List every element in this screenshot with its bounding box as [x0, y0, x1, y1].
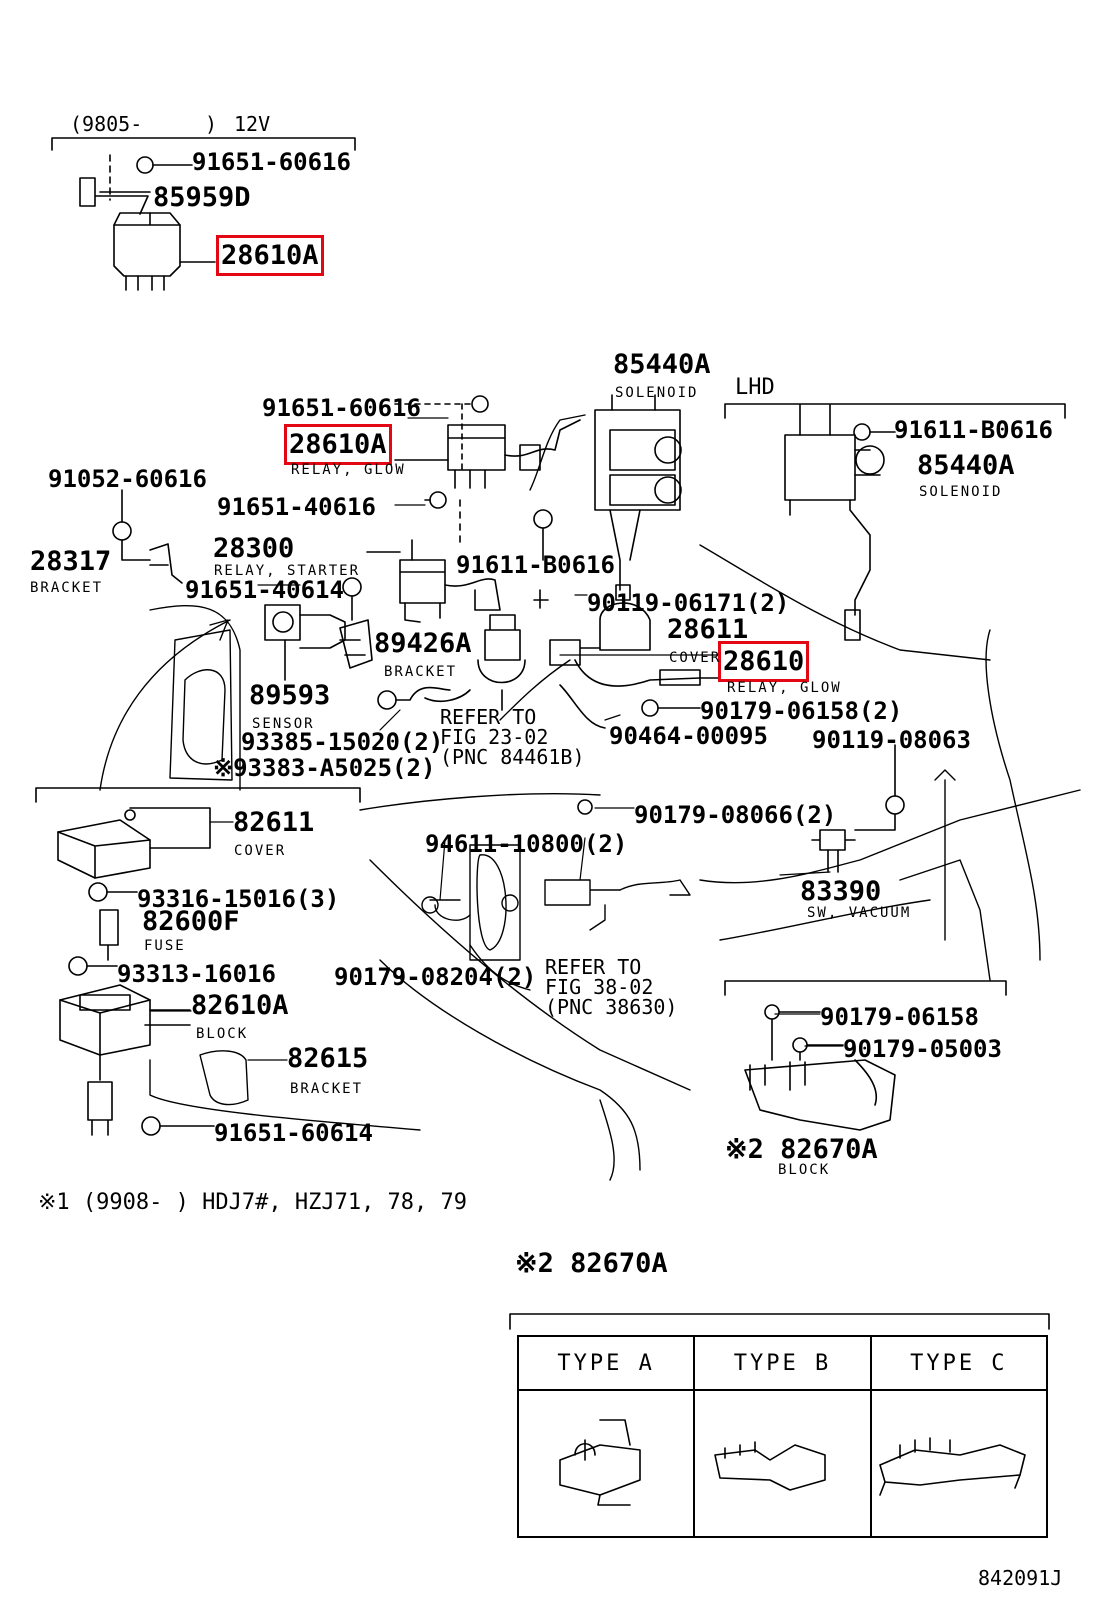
- part-number-highlighted[interactable]: 28610A: [216, 235, 324, 276]
- group-bracket-top: [51, 137, 356, 151]
- part-number[interactable]: 90179-06158(2): [700, 697, 903, 725]
- group-bracket-types: [509, 1313, 1050, 1330]
- filter-drawing: [377, 614, 526, 711]
- part-number[interactable]: 91052-60616: [48, 465, 207, 493]
- refer-to-note-line[interactable]: REFER TO: [545, 955, 642, 979]
- fuse-block-drawing: [57, 807, 215, 1136]
- body-outline: [99, 414, 1081, 1181]
- part-number[interactable]: 89426A: [374, 628, 472, 659]
- type-b-header: TYPE B: [693, 1335, 872, 1391]
- part-number[interactable]: 94611-10800(2): [425, 830, 628, 858]
- type-a-header: TYPE A: [516, 1335, 696, 1391]
- part-caption: BLOCK: [778, 1162, 831, 1178]
- block-82670a-drawing: [744, 1004, 896, 1131]
- part-number[interactable]: 91651-60616: [192, 148, 351, 176]
- part-caption: BRACKET: [290, 1081, 364, 1097]
- part-number-highlighted[interactable]: 28610: [717, 641, 810, 682]
- part-caption: SENSOR: [252, 716, 315, 732]
- group-range-close: ): [205, 112, 218, 136]
- part-number[interactable]: 91611-B0616: [456, 551, 615, 579]
- refer-to-note-line[interactable]: (PNC 38630): [545, 995, 678, 1019]
- part-number[interactable]: 28300: [213, 533, 295, 564]
- part-number[interactable]: 85440A: [917, 450, 1015, 481]
- refer-to-note-line[interactable]: REFER TO: [440, 705, 537, 729]
- solenoid-drawing-center: [533, 394, 682, 601]
- part-number[interactable]: 28317: [30, 546, 112, 577]
- part-number[interactable]: 85959D: [153, 182, 251, 213]
- bracket-28317-drawing: [112, 489, 183, 584]
- type-a-cell: [516, 1389, 696, 1538]
- part-number[interactable]: 90179-06158: [820, 1003, 979, 1031]
- part-number[interactable]: ※93383-A5025(2): [213, 754, 436, 782]
- relay-glow-drawing-center: [394, 395, 581, 546]
- group-bracket-left: [35, 787, 361, 803]
- part-caption: SOLENOID: [919, 484, 1003, 500]
- group-voltage-label: 12V: [234, 112, 271, 136]
- part-number[interactable]: 82611: [233, 807, 315, 838]
- relay-glow-drawing-top: [79, 154, 216, 291]
- part-number[interactable]: 90179-05003: [843, 1035, 1002, 1063]
- part-number[interactable]: 90179-08204(2): [334, 963, 537, 991]
- part-caption: BLOCK: [196, 1026, 249, 1042]
- part-caption: COVER: [669, 650, 722, 666]
- block-type-table: TYPE A TYPE B TYPE C: [516, 1335, 1049, 1538]
- vacuum-switch-drawing: [577, 744, 905, 873]
- part-number[interactable]: 90119-06171(2): [587, 589, 790, 617]
- part-number[interactable]: 91651-40616: [217, 493, 376, 521]
- part-number[interactable]: 82615: [287, 1043, 369, 1074]
- footnote-applicability: ※1 (9908- ) HDJ7#, HZJ71, 78, 79: [38, 1190, 468, 1215]
- part-number[interactable]: 91651-40614: [185, 576, 344, 604]
- relay-glow-drawing-right: [533, 589, 721, 729]
- part-caption: RELAY, GLOW: [291, 462, 406, 478]
- group-bracket-lhd: [724, 403, 1066, 419]
- bracket-89426a-drawing: [339, 619, 373, 669]
- type-table-image-row: [516, 1389, 1049, 1538]
- part-caption: FUSE: [144, 938, 186, 954]
- part-number[interactable]: 82610A: [191, 990, 289, 1021]
- part-caption: SW, VACUUM: [807, 905, 912, 921]
- group-bracket-block: [724, 980, 1007, 996]
- part-number[interactable]: 90119-08063: [812, 726, 971, 754]
- part-number[interactable]: 93385-15020(2): [241, 728, 444, 756]
- part-number[interactable]: 82600F: [142, 906, 240, 937]
- type-c-header: TYPE C: [869, 1335, 1049, 1391]
- relay-starter-drawing: [366, 539, 501, 623]
- refer-to-note-line[interactable]: FIG 38-02: [545, 975, 654, 999]
- part-number[interactable]: 89593: [249, 680, 331, 711]
- part-caption: BRACKET: [384, 664, 458, 680]
- part-number[interactable]: 85440A: [613, 349, 711, 380]
- type-table-header-row: TYPE A TYPE B TYPE C: [516, 1335, 1049, 1391]
- part-caption: RELAY, GLOW: [727, 680, 842, 696]
- group-range-label: (9805-: [70, 112, 143, 136]
- type-b-cell: [693, 1389, 872, 1538]
- part-number[interactable]: 28611: [667, 614, 749, 645]
- part-caption: COVER: [234, 843, 287, 859]
- part-number[interactable]: 91651-60614: [214, 1119, 373, 1147]
- type-table-title: ※2 82670A: [515, 1248, 668, 1279]
- part-number-highlighted[interactable]: 28610A: [284, 424, 392, 465]
- part-caption: LHD: [735, 375, 775, 400]
- part-number[interactable]: 83390: [800, 876, 882, 907]
- part-number[interactable]: 91611-B0616: [894, 416, 1053, 444]
- figure-id: 842091J: [978, 1566, 1063, 1590]
- refer-to-note-line[interactable]: (PNC 84461B): [440, 745, 585, 769]
- part-number[interactable]: 93313-16016: [117, 960, 276, 988]
- solenoid-drawing-lhd: [784, 404, 896, 641]
- part-number[interactable]: 91651-60616: [262, 394, 421, 422]
- part-number[interactable]: ※2 82670A: [725, 1134, 878, 1165]
- refer-to-note-line[interactable]: FIG 23-02: [440, 725, 549, 749]
- leader-lines: [116, 417, 844, 1061]
- part-number[interactable]: 90179-08066(2): [634, 801, 837, 829]
- part-caption: SOLENOID: [615, 385, 699, 401]
- part-caption: RELAY, STARTER: [214, 563, 361, 579]
- part-number[interactable]: 93316-15016(3): [137, 885, 340, 913]
- part-caption: BRACKET: [30, 580, 104, 596]
- part-number[interactable]: 90464-00095: [609, 722, 768, 750]
- type-c-cell: [869, 1389, 1049, 1538]
- sensor-drawing: [264, 577, 362, 681]
